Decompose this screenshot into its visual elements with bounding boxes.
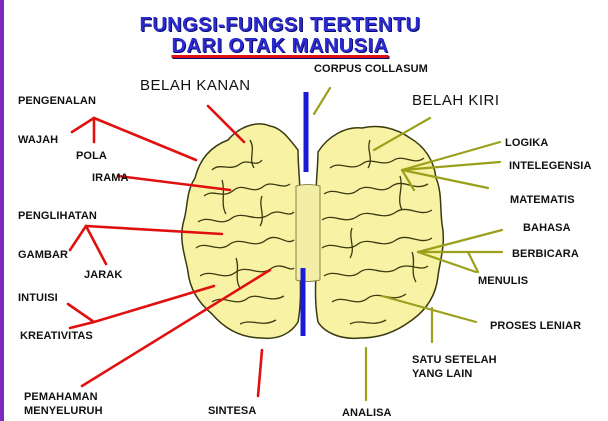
label-gambar: GAMBAR — [18, 249, 68, 261]
corpus-callosum — [296, 185, 320, 282]
label-kreativitas: KREATIVITAS — [20, 330, 93, 342]
label-proses-leniar: PROSES LENIAR — [490, 320, 581, 332]
label-matematis: MATEMATIS — [510, 194, 575, 206]
right-hemisphere — [182, 124, 301, 338]
label-wajah: WAJAH — [18, 134, 58, 146]
label-satu-setelah: SATU SETELAH — [412, 354, 497, 366]
label-penglihatan: PENGLIHATAN — [18, 210, 97, 222]
label-bahasa: BAHASA — [523, 222, 571, 234]
label-pemahaman: PEMAHAMAN — [24, 391, 98, 403]
label-berbicara: BERBICARA — [512, 248, 579, 260]
corpus-callosum-label: CORPUS COLLASUM — [314, 63, 428, 75]
right-hemisphere-title: BELAH KANAN — [140, 77, 251, 94]
label-menulis: MENULIS — [478, 275, 528, 287]
label-jarak: JARAK — [84, 269, 122, 281]
label-intelegensia: INTELEGENSIA — [509, 160, 592, 172]
label-intuisi: INTUISI — [18, 292, 58, 304]
label-logika: LOGIKA — [505, 137, 548, 149]
label-pengenalan: PENGENALAN — [18, 95, 96, 107]
label-yang-lain: YANG LAIN — [412, 368, 472, 380]
label-sintesa: SINTESA — [208, 405, 256, 417]
label-menyeluruh: MENYELURUH — [24, 405, 103, 417]
label-pola: POLA — [76, 150, 107, 162]
label-irama: IRAMA — [92, 172, 129, 184]
label-analisa: ANALISA — [342, 407, 392, 419]
left-hemisphere-title: BELAH KIRI — [412, 92, 500, 109]
